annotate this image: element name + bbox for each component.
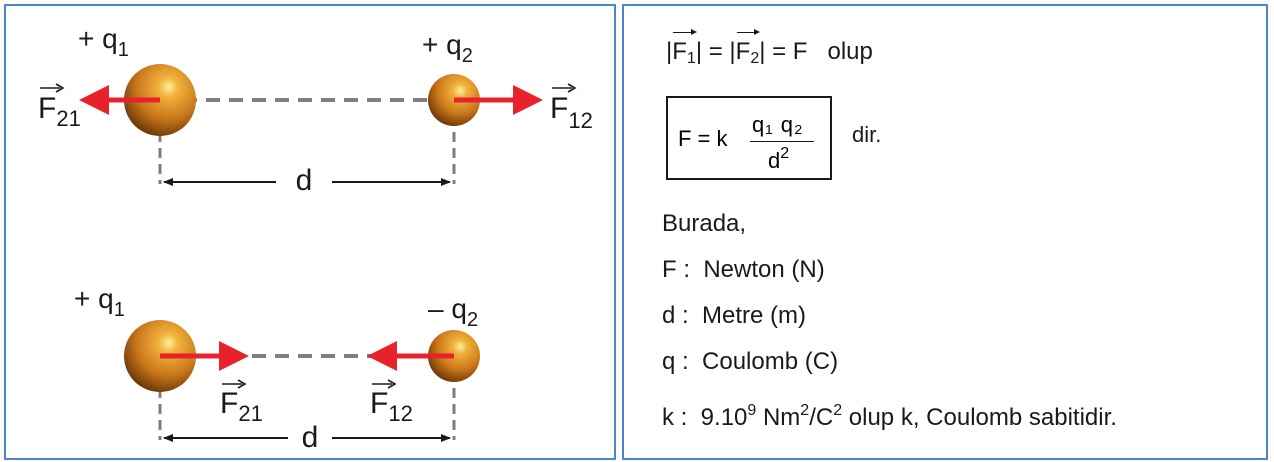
distance-label: d <box>302 421 319 454</box>
svg-text:F21: F21 <box>220 387 263 426</box>
svg-text:F21: F21 <box>38 92 81 131</box>
diagram-panel: d + q1 + q2 F21 F12 <box>4 4 616 460</box>
bottom-configuration: d + q1 – q2 F21 F12 <box>74 283 480 454</box>
force-label-f21: F21 <box>220 379 263 426</box>
unit-row-charge: q : Coulomb (C) <box>662 348 839 375</box>
magnitude-equation: |F1| = |F2| = F olup <box>666 29 873 67</box>
vector-f2: F2 <box>735 29 760 67</box>
charge-label-q1: + q1 <box>78 23 129 61</box>
top-configuration: d + q1 + q2 F21 F12 <box>38 23 593 197</box>
charge-label-q1: + q1 <box>74 283 125 321</box>
formula-numerator: q₁ q₂ <box>752 112 804 137</box>
force-label-f12: F12 <box>370 379 413 426</box>
svg-text:F12: F12 <box>370 387 413 426</box>
intro-text: Burada, <box>662 210 747 237</box>
unit-row-distance: d : Metre (m) <box>662 302 807 329</box>
formula-suffix: dir. <box>852 122 882 147</box>
distance-label: d <box>296 164 313 197</box>
unit-row-force: F : Newton (N) <box>662 256 825 283</box>
formula-lhs: F = k <box>678 126 728 151</box>
svg-text:F12: F12 <box>550 92 593 133</box>
coulomb-formula-box: F = k q₁ q₂ d2 <box>666 96 832 180</box>
fraction-bar <box>750 141 814 142</box>
unit-row-constant: k : 9.109 Nm2/C2 olup k, Coulomb sabitid… <box>662 402 1117 431</box>
charge-label-q2: + q2 <box>422 29 473 67</box>
force-label-f21: F21 <box>38 83 81 131</box>
force-label-f12: F12 <box>550 83 593 133</box>
formula-denominator: d2 <box>768 145 790 173</box>
coulomb-diagram: d + q1 + q2 F21 F12 <box>38 23 593 454</box>
explanation-panel: |F1| = |F2| = F olup F = k q₁ q₂ d2 dir.… <box>622 4 1268 460</box>
vector-f1: F1 <box>672 29 697 67</box>
charge-label-q2: – q2 <box>428 293 478 331</box>
